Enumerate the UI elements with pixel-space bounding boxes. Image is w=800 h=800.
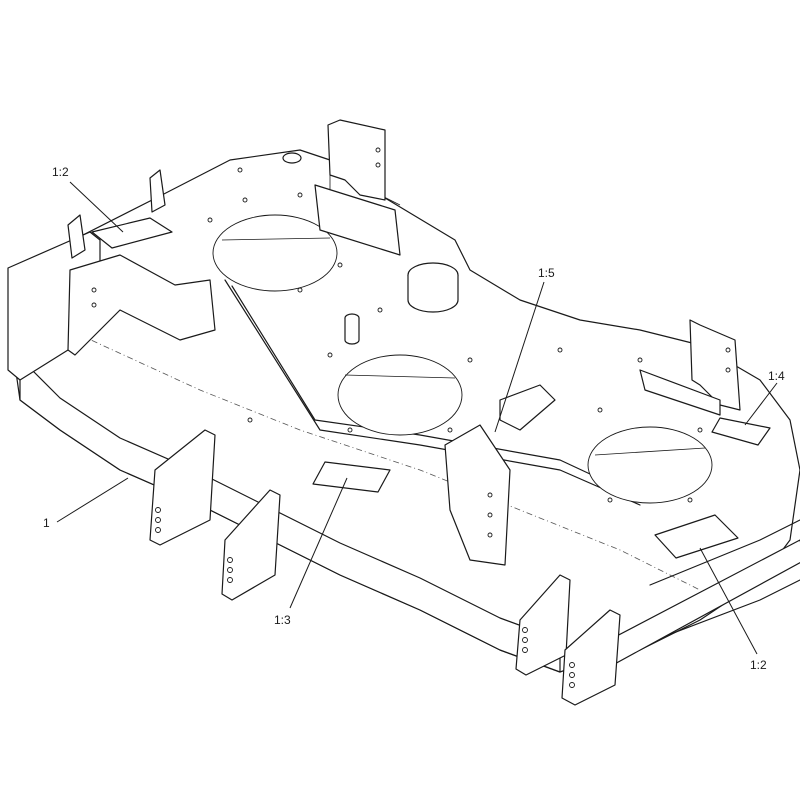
decals	[91, 217, 771, 559]
blade-opening-center	[337, 354, 463, 436]
bracket-left-upper	[67, 254, 216, 356]
spindle-parts	[282, 152, 556, 431]
callout-1: 1	[43, 516, 50, 530]
deck-plug	[282, 152, 302, 164]
deck-holes	[207, 167, 703, 503]
bracket-holes	[155, 507, 575, 688]
leader-1	[56, 477, 129, 523]
bracket-front-4	[561, 609, 621, 706]
decal-1-2-left	[91, 217, 173, 249]
blade-opening-left	[212, 214, 338, 292]
blade-openings	[212, 214, 713, 504]
leader-1-3	[289, 477, 348, 609]
blade-opening-right	[587, 426, 713, 504]
callout-1-2-left: 1:2	[52, 165, 69, 179]
decal-1-4	[711, 417, 771, 446]
leader-1-2-right	[699, 547, 758, 655]
callout-1-3: 1:3	[274, 613, 291, 627]
callout-1-4: 1:4	[768, 369, 785, 383]
bracket-rear-plate	[314, 184, 401, 256]
bracket-front-1	[149, 429, 216, 546]
callout-1-2-right: 1:2	[750, 658, 767, 672]
mount-brackets	[67, 119, 741, 566]
leader-1-4	[744, 382, 778, 426]
front-brackets	[149, 429, 621, 706]
callout-labels: 1 1:2 1:3 1:4 1:5 1:2	[43, 165, 785, 672]
bracket-right-plate	[639, 369, 721, 416]
bracket-front-2	[221, 489, 281, 601]
decal-1-3	[312, 461, 391, 493]
deck-centerline	[79, 334, 701, 591]
bracket-left-tab-2	[149, 169, 166, 213]
decal-1-2-right	[654, 514, 739, 559]
leader-1-2-left	[69, 181, 124, 233]
bracket-slots	[91, 147, 731, 538]
bracket-right-upright	[689, 319, 741, 411]
callout-1-5: 1:5	[538, 266, 555, 280]
bracket-left-tab	[67, 214, 86, 259]
bracket-rear-upright	[327, 119, 386, 201]
leader-1-5	[494, 281, 545, 433]
leader-lines	[56, 181, 778, 655]
bracket-center-upright	[444, 424, 511, 566]
